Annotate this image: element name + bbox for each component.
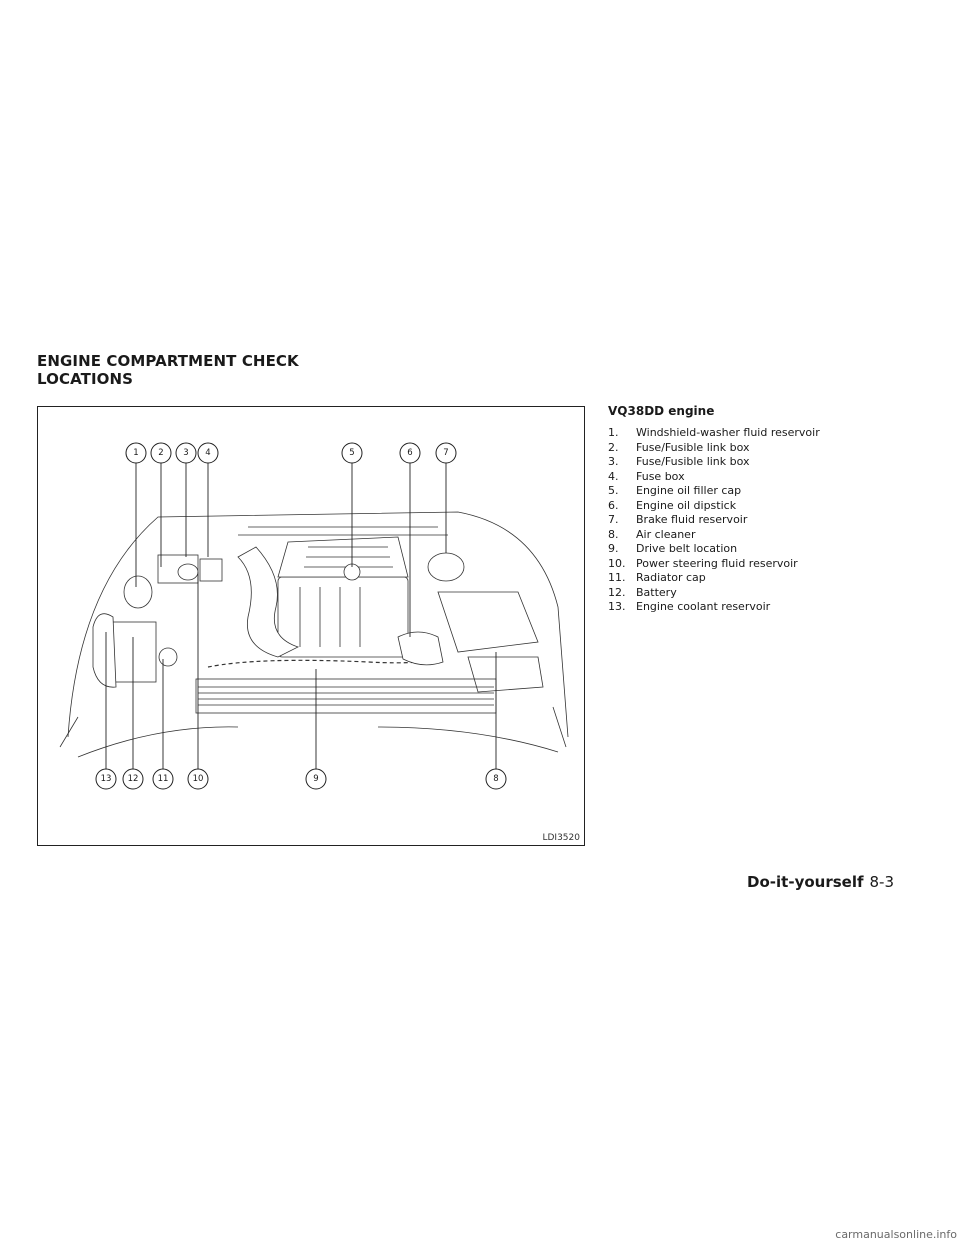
radiator: [195, 678, 497, 714]
list-item-text: Brake fluid reservoir: [636, 513, 748, 526]
footer-section-name: Do-it-yourself: [747, 873, 864, 891]
callout-11-label: 11: [158, 774, 169, 784]
list-item-number: 13.: [608, 600, 626, 613]
list-item-text: Battery: [636, 585, 677, 599]
legend-list: 1. Windshield-washer fluid reservoir 2. Fu…: [608, 426, 928, 615]
list-item-text: Fuse/Fusible link box: [636, 455, 750, 468]
list-item-number: 10.: [608, 556, 626, 570]
callout-10: 10: [187, 768, 209, 790]
fuse-box-b: [199, 558, 223, 582]
section-title-line2: LOCATIONS: [37, 370, 134, 388]
section-title: ENGINE COMPARTMENT CHECK LOCATIONS: [37, 352, 299, 388]
list-item: 13. Engine coolant reservoir: [608, 600, 928, 615]
list-item: 9. Drive belt location: [608, 542, 928, 557]
callout-1: 1: [125, 442, 147, 464]
air-cleaner-box: [437, 591, 539, 653]
cowl: [238, 526, 448, 536]
list-item-number: 5.: [608, 484, 619, 497]
list-item: 5. Engine oil filler cap: [608, 484, 928, 499]
callout-2: 2: [150, 442, 172, 464]
callout-4-label: 4: [205, 448, 210, 458]
washer-reservoir: [123, 575, 153, 609]
callout-12: 12: [122, 768, 144, 790]
list-item-text: Engine oil dipstick: [636, 498, 737, 512]
list-item-number: 6.: [608, 498, 619, 512]
list-item: 10. Power steering fluid reservoir: [608, 557, 928, 572]
callout-8-label: 8: [493, 774, 498, 784]
air-duct: [397, 631, 444, 666]
list-item-text: Engine oil filler cap: [636, 484, 742, 497]
engine-cover: [277, 576, 409, 658]
section-title-line1: ENGINE COMPARTMENT CHECK: [37, 352, 299, 370]
list-item-text: Radiator cap: [636, 571, 706, 584]
list-item-text: Fuse/Fusible link box: [636, 440, 750, 454]
list-item-text: Windshield-washer fluid reservoir: [636, 426, 820, 439]
callout-11: 11: [152, 768, 174, 790]
callout-3: 3: [175, 442, 197, 464]
list-item: 7. Brake fluid reservoir: [608, 513, 928, 528]
list-item: 3. Fuse/Fusible link box: [608, 455, 928, 470]
engine-compartment-figure: 1 2 3 4 5 6 7 8 9 10 11 12 13 LDI3520: [37, 406, 585, 846]
callout-9-label: 9: [313, 774, 318, 784]
list-item-text: Power steering fluid reservoir: [636, 556, 798, 570]
drive-belt-dashed: [207, 656, 439, 668]
callout-4: 4: [197, 442, 219, 464]
figure-code: LDI3520: [542, 833, 580, 843]
list-item: 11. Radiator cap: [608, 571, 928, 586]
list-item: 6. Engine oil dipstick: [608, 499, 928, 514]
list-item: 1. Windshield-washer fluid reservoir: [608, 426, 928, 441]
engine-cover-ribs: [299, 587, 361, 647]
callout-6-label: 6: [407, 448, 412, 458]
callout-5: 5: [341, 442, 363, 464]
callout-5-label: 5: [349, 448, 354, 458]
air-cleaner-lower: [467, 656, 544, 693]
ps-reservoir: [177, 563, 199, 581]
callout-9: 9: [305, 768, 327, 790]
engine-illustration: 1 2 3 4 5 6 7 8 9 10 11 12 13: [59, 442, 569, 790]
list-item-number: 12.: [608, 585, 626, 599]
list-item-number: 8.: [608, 527, 619, 541]
page-footer: Do-it-yourself 8-3: [747, 873, 894, 891]
callout-8: 8: [485, 768, 507, 790]
list-item-number: 9.: [608, 542, 619, 555]
list-item-text: Engine coolant reservoir: [636, 600, 771, 613]
callout-12-label: 12: [128, 774, 139, 784]
list-item-number: 7.: [608, 513, 619, 526]
legend-title: VQ38DD engine: [608, 404, 715, 418]
callout-6: 6: [399, 442, 421, 464]
list-item-number: 3.: [608, 455, 619, 468]
callout-10-label: 10: [193, 774, 204, 784]
list-item-text: Air cleaner: [636, 527, 696, 541]
list-item-text: Fuse box: [636, 469, 685, 483]
radiator-cap: [158, 647, 178, 667]
page-number: 8-3: [869, 873, 895, 891]
callout-7: 7: [435, 442, 457, 464]
callout-2-label: 2: [158, 448, 163, 458]
fender-lines: [59, 706, 567, 748]
list-item: 4. Fuse box: [608, 470, 928, 485]
list-item: 8. Air cleaner: [608, 528, 928, 543]
brake-reservoir: [427, 552, 465, 582]
radiator-fins: [198, 686, 494, 706]
legend: VQ38DD engine 1. Windshield-washer fluid …: [608, 404, 928, 615]
hood-outline: [67, 511, 569, 738]
list-item-number: 4.: [608, 469, 619, 483]
list-item-number: 11.: [608, 571, 626, 584]
list-item: 2. Fuse/Fusible link box: [608, 441, 928, 456]
list-item: 12. Battery: [608, 586, 928, 601]
list-item-number: 2.: [608, 440, 619, 454]
front-bumper-line: [77, 726, 559, 758]
callout-13: 13: [95, 768, 117, 790]
callout-13-label: 13: [101, 774, 112, 784]
callout-1-label: 1: [133, 448, 138, 458]
callout-7-label: 7: [443, 448, 448, 458]
list-item-number: 1.: [608, 426, 619, 439]
watermark: carmanualsonline.info: [835, 1228, 957, 1241]
list-item-text: Drive belt location: [636, 542, 738, 555]
coolant-reservoir: [92, 613, 117, 688]
callout-3-label: 3: [183, 448, 188, 458]
intake-hose: [237, 546, 300, 658]
